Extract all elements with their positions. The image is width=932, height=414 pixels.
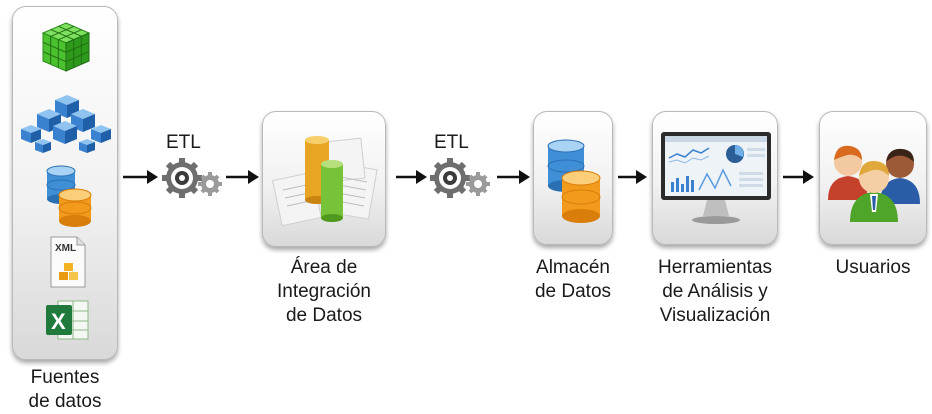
data-sources-label: Fuentes de datos [8,366,122,414]
monitor-dashboard-icon [661,132,771,224]
data-warehouse-label-line: de Datos [534,281,612,302]
database-icon [547,139,601,223]
data-sources-label-line: de datos [28,391,102,412]
staging-area-label-line: de Datos [285,305,363,326]
arrow-icon [783,170,814,184]
data-warehouse-label-line: Almacén [536,257,610,278]
arrow-icon [618,170,647,184]
staging-area-panel [262,111,386,247]
svg-text:X: X [51,309,66,334]
data-cube-icon [41,22,91,72]
staging-area-label-line: Área de [290,257,358,278]
etl-label: ETL [434,132,469,153]
etl-label: ETL [166,132,201,153]
data-warehouse-panel [533,111,613,245]
staging-area-label-line: Integración [276,281,371,302]
data-sources-panel: XML X [12,6,118,360]
analysis-tools-label: Herramientas de Análisis y Visualización [640,256,790,328]
users-icon [828,145,920,222]
excel-icon: X [46,300,89,340]
arrow-icon [123,170,158,184]
arrow-icon [226,170,259,184]
data-sources-label-line: Fuentes [30,367,100,388]
analysis-tools-panel [652,111,778,245]
analysis-tools-label-line: Visualización [659,305,771,326]
gears-icon [162,158,222,198]
arrow-icon [396,170,427,184]
users-panel [819,111,927,245]
data-warehouse-label: Almacén de Datos [521,256,625,304]
arrow-icon [497,170,530,184]
analysis-tools-label-line: Herramientas [657,257,773,278]
database-icon [46,165,92,227]
analysis-tools-label-line: de Análisis y [662,281,768,302]
blocks-cluster-icon [21,95,111,153]
xml-file-icon: XML [50,236,86,288]
users-label: Usuarios [835,257,911,278]
svg-text:XML: XML [55,243,76,254]
staging-area-label: Área de Integración de Datos [256,256,392,328]
gears-icon [430,158,490,198]
staging-database-icon [272,136,378,227]
